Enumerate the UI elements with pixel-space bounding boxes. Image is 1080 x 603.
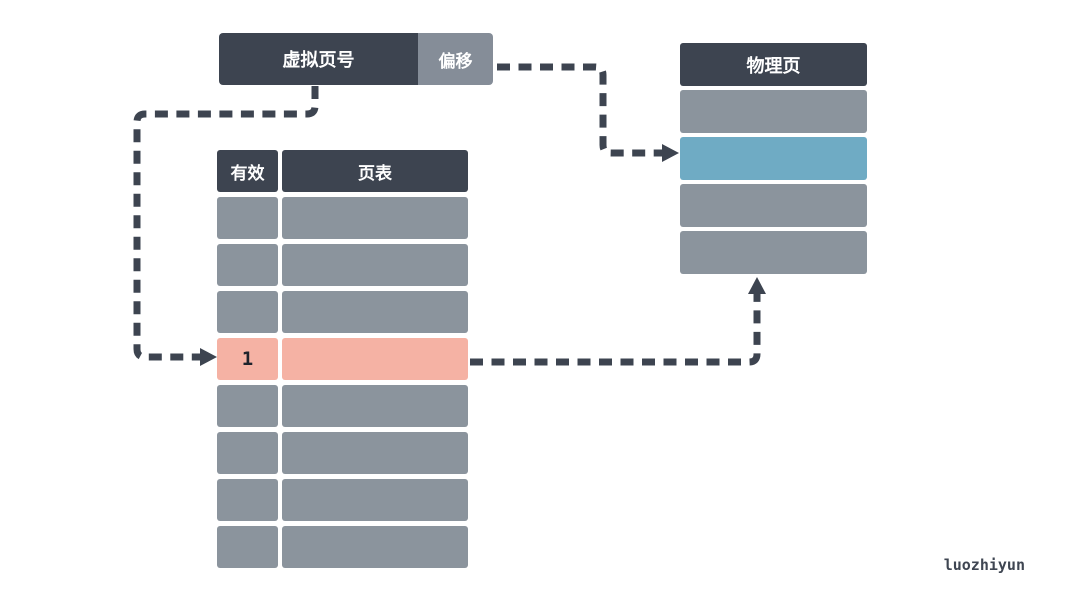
arrow-pagetable-to-physical bbox=[470, 277, 766, 366]
page-table-cell-valid bbox=[217, 432, 278, 474]
page-table-row bbox=[217, 479, 468, 521]
page-table-cell-valid bbox=[217, 244, 278, 286]
page-table-cell-valid bbox=[217, 479, 278, 521]
page-table-cell-entry bbox=[282, 385, 468, 427]
page-table-row bbox=[217, 197, 468, 239]
physical-page-row bbox=[680, 137, 867, 180]
page-table-cell-valid bbox=[217, 385, 278, 427]
watermark: luozhiyun bbox=[943, 556, 1025, 574]
physical-page-rows bbox=[680, 90, 867, 274]
offset-label: 偏移 bbox=[418, 33, 493, 85]
page-table-row bbox=[217, 526, 468, 568]
page-table-header: 有效 页表 bbox=[217, 150, 468, 192]
page-table-header-entry: 页表 bbox=[282, 150, 468, 192]
page-table-cell-entry bbox=[282, 291, 468, 333]
page-table-cell-entry bbox=[282, 432, 468, 474]
physical-page-row bbox=[680, 90, 867, 133]
page-table-cell-valid bbox=[217, 197, 278, 239]
page-table-cell-entry bbox=[282, 479, 468, 521]
physical-page-header: 物理页 bbox=[680, 43, 867, 86]
physical-page-row bbox=[680, 231, 867, 274]
page-table-cell-valid: 1 bbox=[217, 338, 278, 380]
physical-page-table: 物理页 bbox=[680, 43, 867, 274]
page-table-row bbox=[217, 244, 468, 286]
page-table-rows: 1 bbox=[217, 197, 468, 568]
page-table-row bbox=[217, 291, 468, 333]
page-table-cell-entry bbox=[282, 244, 468, 286]
virtual-page-number-label: 虚拟页号 bbox=[219, 33, 418, 85]
page-table-cell-valid bbox=[217, 291, 278, 333]
page-table: 有效 页表 1 bbox=[217, 150, 468, 568]
page-table-cell-entry bbox=[282, 338, 468, 380]
page-table-row bbox=[217, 432, 468, 474]
page-table-header-valid: 有效 bbox=[217, 150, 278, 192]
page-table-row: 1 bbox=[217, 338, 468, 380]
page-table-cell-entry bbox=[282, 197, 468, 239]
virtual-address-box: 虚拟页号 偏移 bbox=[219, 33, 493, 85]
page-table-cell-valid bbox=[217, 526, 278, 568]
page-table-cell-entry bbox=[282, 526, 468, 568]
physical-page-row bbox=[680, 184, 867, 227]
arrow-offset-to-physical bbox=[497, 63, 679, 162]
page-table-row bbox=[217, 385, 468, 427]
